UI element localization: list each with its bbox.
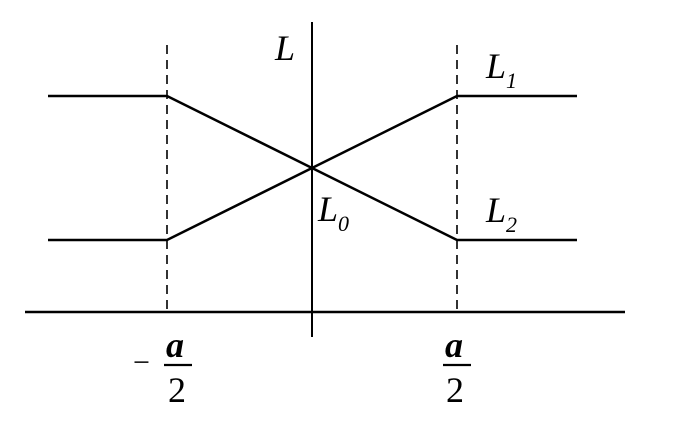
label-L0: L0	[317, 189, 349, 236]
axis-label-L: L	[274, 28, 295, 68]
label-L1: L1	[485, 46, 517, 93]
label-L2: L2	[485, 190, 517, 237]
fraction-denominator: 2	[168, 370, 186, 410]
tick-label-minus-a-over-2: − a 2	[133, 325, 192, 410]
fraction-denominator: 2	[446, 370, 464, 410]
minus-sign: −	[133, 346, 150, 379]
fraction-numerator: a	[445, 325, 463, 365]
curve-L1	[48, 94, 577, 242]
fraction-numerator: a	[166, 325, 184, 365]
tick-label-a-over-2: a 2	[443, 325, 471, 410]
